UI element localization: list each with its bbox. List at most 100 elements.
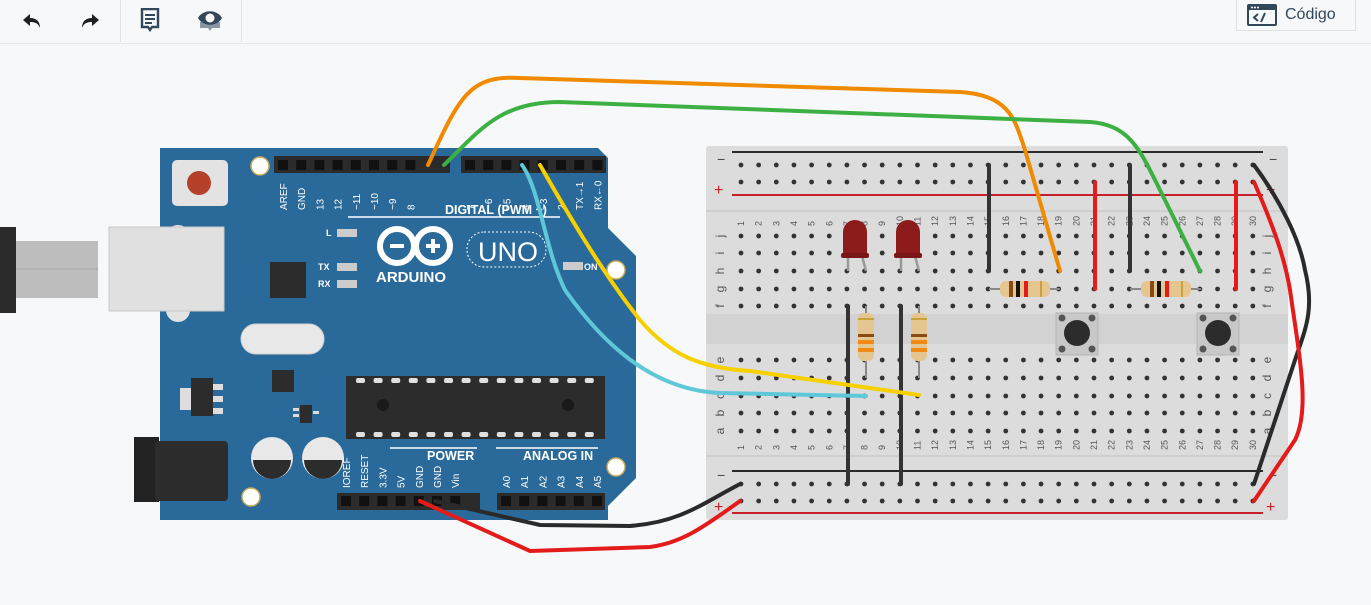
rail-hole[interactable] xyxy=(1179,162,1185,168)
breadboard-hole[interactable] xyxy=(985,357,991,363)
breadboard-hole[interactable] xyxy=(1073,250,1079,256)
breadboard-hole[interactable] xyxy=(738,428,744,434)
rail-hole[interactable] xyxy=(1003,162,1009,168)
rail-hole[interactable] xyxy=(756,498,762,504)
breadboard-hole[interactable] xyxy=(1021,375,1026,381)
rail-hole[interactable] xyxy=(1038,179,1044,185)
breadboard-hole[interactable] xyxy=(773,233,779,239)
redo-button[interactable] xyxy=(70,0,110,42)
breadboard-hole[interactable] xyxy=(1038,233,1044,239)
breadboard-hole[interactable] xyxy=(1109,233,1115,239)
breadboard-hole[interactable] xyxy=(1232,393,1238,399)
breadboard-hole[interactable] xyxy=(756,286,762,292)
breadboard-hole[interactable] xyxy=(932,286,938,292)
pushbutton[interactable] xyxy=(1055,312,1099,356)
rail-hole[interactable] xyxy=(1073,498,1079,504)
breadboard-hole[interactable] xyxy=(1144,233,1150,239)
breadboard-hole[interactable] xyxy=(1144,250,1150,256)
breadboard-hole[interactable] xyxy=(756,233,762,239)
breadboard-hole[interactable] xyxy=(773,357,779,363)
rail-hole[interactable] xyxy=(756,179,762,185)
breadboard-hole[interactable] xyxy=(1250,375,1256,381)
breadboard-hole[interactable] xyxy=(1109,268,1115,274)
breadboard-hole[interactable] xyxy=(1073,410,1079,416)
breadboard-hole[interactable] xyxy=(1091,428,1097,434)
rail-hole[interactable] xyxy=(1179,498,1185,504)
breadboard-hole[interactable] xyxy=(1144,357,1150,363)
breadboard-hole[interactable] xyxy=(826,268,832,274)
breadboard-hole[interactable] xyxy=(1197,250,1203,256)
breadboard-hole[interactable] xyxy=(791,303,797,309)
breadboard-hole[interactable] xyxy=(968,233,973,239)
breadboard-hole[interactable] xyxy=(809,286,814,292)
led-red[interactable] xyxy=(841,220,869,272)
breadboard-hole[interactable] xyxy=(968,375,973,381)
breadboard-hole[interactable] xyxy=(1197,393,1203,399)
notes-button[interactable] xyxy=(130,0,170,42)
rail-hole[interactable] xyxy=(844,162,850,168)
breadboard-hole[interactable] xyxy=(879,303,885,309)
rail-hole[interactable] xyxy=(773,498,779,504)
breadboard-hole[interactable] xyxy=(1250,286,1256,292)
rail-hole[interactable] xyxy=(1126,498,1132,504)
undo-button[interactable] xyxy=(12,0,52,42)
breadboard-hole[interactable] xyxy=(968,303,973,309)
rail-hole[interactable] xyxy=(756,162,762,168)
breadboard-hole[interactable] xyxy=(809,250,814,256)
breadboard-hole[interactable] xyxy=(1162,268,1167,274)
header-pin[interactable] xyxy=(592,160,603,170)
header-pin[interactable] xyxy=(592,496,602,506)
breadboard-hole[interactable] xyxy=(809,428,814,434)
breadboard-hole[interactable] xyxy=(1021,250,1026,256)
rail-hole[interactable] xyxy=(844,179,850,185)
rail-hole[interactable] xyxy=(968,481,973,487)
rail-hole[interactable] xyxy=(844,498,850,504)
rail-hole[interactable] xyxy=(915,481,920,487)
breadboard-hole[interactable] xyxy=(1179,375,1185,381)
rail-hole[interactable] xyxy=(1109,498,1115,504)
breadboard-hole[interactable] xyxy=(915,428,920,434)
rail-hole[interactable] xyxy=(1162,162,1167,168)
rail-hole[interactable] xyxy=(773,162,779,168)
breadboard-hole[interactable] xyxy=(950,357,956,363)
rail-hole[interactable] xyxy=(932,498,938,504)
breadboard-hole[interactable] xyxy=(1038,250,1044,256)
header-pin[interactable] xyxy=(369,160,379,170)
green-wire[interactable] xyxy=(442,99,1202,273)
breadboard-hole[interactable] xyxy=(791,268,797,274)
breadboard-hole[interactable] xyxy=(738,233,744,239)
breadboard-hole[interactable] xyxy=(1179,410,1185,416)
cyan-wire[interactable] xyxy=(520,163,868,398)
breadboard-hole[interactable] xyxy=(1056,250,1062,256)
breadboard-hole[interactable] xyxy=(985,410,991,416)
breadboard-hole[interactable] xyxy=(1056,233,1062,239)
breadboard-hole[interactable] xyxy=(862,410,867,416)
code-button[interactable]: Código xyxy=(1236,0,1356,31)
breadboard-hole[interactable] xyxy=(879,286,885,292)
breadboard-hole[interactable] xyxy=(1073,428,1079,434)
breadboard-hole[interactable] xyxy=(1056,428,1062,434)
breadboard-hole[interactable] xyxy=(1056,393,1062,399)
breadboard-hole[interactable] xyxy=(968,268,973,274)
breadboard-hole[interactable] xyxy=(738,375,744,381)
rail-hole[interactable] xyxy=(791,162,797,168)
breadboard-hole[interactable] xyxy=(826,357,832,363)
breadboard-hole[interactable] xyxy=(1038,375,1044,381)
breadboard-hole[interactable] xyxy=(1126,303,1132,309)
header-pin[interactable] xyxy=(405,160,416,170)
breadboard-hole[interactable] xyxy=(1021,303,1026,309)
header-pin[interactable] xyxy=(395,496,406,506)
breadboard-hole[interactable] xyxy=(738,286,744,292)
rail-hole[interactable] xyxy=(1056,162,1062,168)
rail-hole[interactable] xyxy=(932,481,938,487)
breadboard-hole[interactable] xyxy=(932,393,938,399)
breadboard-hole[interactable] xyxy=(1215,410,1220,416)
breadboard-hole[interactable] xyxy=(1003,233,1009,239)
breadboard-hole[interactable] xyxy=(1126,286,1132,292)
breadboard-hole[interactable] xyxy=(1162,375,1167,381)
breadboard-hole[interactable] xyxy=(1021,393,1026,399)
rail-hole[interactable] xyxy=(756,481,762,487)
rail-hole[interactable] xyxy=(1162,179,1167,185)
